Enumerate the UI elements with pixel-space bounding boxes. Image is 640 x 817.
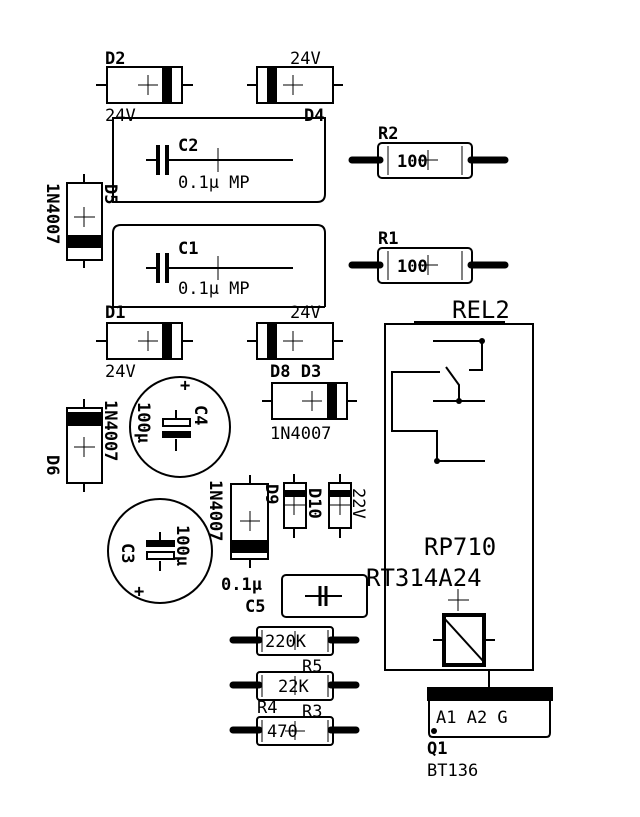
resistor-r3: 470 R3	[229, 702, 360, 746]
diode-d7: 1N4007	[205, 475, 269, 568]
diode-d3: 24V D8 D3	[247, 303, 343, 382]
c2-value: 0.1µ MP	[178, 173, 250, 193]
rel2-label: REL2	[452, 296, 510, 324]
d4-label: D4	[304, 106, 324, 126]
d5-label: D5	[100, 184, 120, 204]
q1-pins: A1 A2 G	[436, 708, 508, 728]
rel2-type-rt314a24: RT314A24	[366, 564, 482, 592]
resistor-r2: 100 R2	[348, 124, 509, 179]
capacitor-c5: 0.1µ C5	[221, 574, 368, 618]
c5-label: C5	[245, 597, 265, 617]
d9-label: D9	[261, 484, 281, 504]
c5-value: 0.1µ	[221, 575, 262, 595]
c3-value: 100µ	[172, 525, 192, 566]
resistor-r1: 100 R1	[348, 229, 509, 284]
r2-value: 100	[397, 152, 428, 172]
c2-label: C2	[178, 136, 198, 156]
capacitor-c3: + C3 100µ	[107, 498, 213, 604]
diode-d5: 1N4007 D5	[42, 174, 120, 268]
diode-d8: 1N4007	[262, 382, 357, 444]
d1-label: D1	[105, 303, 125, 323]
c1-label: C1	[178, 239, 198, 259]
c3-label: C3	[117, 543, 137, 563]
diode-d1: D1 24V	[96, 303, 193, 382]
r1-value: 100	[397, 257, 428, 277]
c4-value: 100µ	[133, 402, 153, 443]
rel2-type-rp710: RP710	[424, 533, 496, 561]
capacitor-c2: C2 0.1µ MP	[112, 117, 326, 203]
c1-value: 0.1µ MP	[178, 279, 250, 299]
r3-value: 470	[267, 722, 298, 742]
d8-value: 1N4007	[270, 424, 331, 444]
r4-value: 22K	[278, 677, 309, 697]
diode-d6: 1N4007 D6	[42, 399, 120, 492]
d3-value: 24V	[290, 303, 321, 323]
capacitor-c4: + C4 100µ	[129, 376, 231, 478]
diode-d2: D2 24V	[96, 49, 193, 126]
d4-value: 24V	[290, 49, 321, 69]
d7-value: 1N4007	[205, 480, 225, 541]
triac-q1: A1 A2 G Q1 BT136	[427, 687, 553, 781]
r3-label: R3	[302, 702, 322, 722]
r1-label: R1	[378, 229, 398, 249]
r5-label: R5	[302, 657, 322, 677]
c3-plus: +	[134, 582, 144, 602]
d8-d3-label: D8 D3	[270, 362, 321, 382]
capacitor-c1: C1 0.1µ MP	[112, 224, 326, 308]
d10-label: D10	[304, 488, 324, 519]
diode-d4: 24V D4	[247, 49, 343, 126]
d1-value: 24V	[105, 362, 136, 382]
resistor-r4: 22K R4	[229, 671, 360, 718]
d2-value: 24V	[105, 106, 136, 126]
diode-d10: D10 22V	[304, 474, 368, 538]
d10-value: 22V	[348, 488, 368, 519]
q1-value: BT136	[427, 761, 478, 781]
diode-d9: D9	[261, 474, 307, 538]
d6-label: D6	[42, 455, 62, 475]
d6-value: 1N4007	[100, 400, 120, 461]
c4-plus: +	[180, 376, 190, 396]
d2-label: D2	[105, 49, 125, 69]
q1-label: Q1	[427, 739, 447, 759]
r4-label: R4	[257, 698, 277, 718]
c4-label: C4	[190, 405, 210, 425]
relay-rel2: REL2 RP710 RT314A24	[366, 296, 534, 687]
d5-value: 1N4007	[42, 183, 62, 244]
resistor-r5: 220K R5	[229, 626, 360, 677]
r5-value: 220K	[265, 632, 307, 652]
r2-label: R2	[378, 124, 398, 144]
